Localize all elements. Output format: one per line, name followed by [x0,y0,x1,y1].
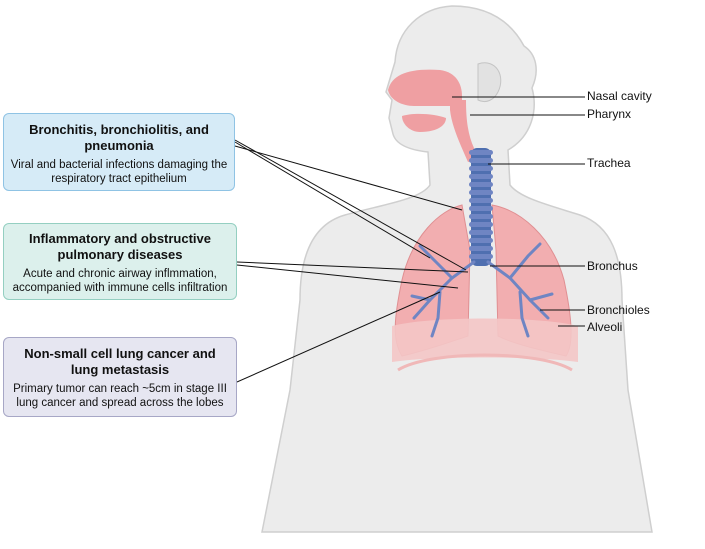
box-lung-cancer-description: Primary tumor can reach ~5cm in stage II… [13,383,227,409]
trachea-ring [469,246,493,251]
right-branch-mid [528,292,554,302]
box-bronchitis: Bronchitis, bronchiolitis, and pneumonia… [3,113,235,191]
trachea-ring [469,214,493,219]
left-branch-low [430,290,442,338]
label-trachea: Trachea [587,156,631,170]
right-branch-upper [508,242,542,280]
trachea-ring [469,238,493,243]
trachea-rings [469,150,493,259]
trachea-ring [469,158,493,163]
trachea-ring [469,222,493,227]
label-bronchus: Bronchus [587,259,638,273]
right-branch-low [518,290,530,338]
label-pharynx: Pharynx [587,107,632,121]
box-inflammatory-title: Inflammatory and obstructive pulmonary d… [28,231,212,262]
trachea-ring [469,174,493,179]
pointer-box3 [236,291,441,383]
box-lung-cancer-title: Non-small cell lung cancer and lung meta… [24,346,216,377]
right-main-bronchus [486,260,550,320]
trachea-ring [469,150,493,155]
pharynx-shape [450,100,476,162]
trachea-ring [469,230,493,235]
left-main-bronchus [412,260,476,320]
box-bronchitis-title: Bronchitis, bronchiolitis, and pneumonia [29,122,209,153]
box-inflammatory-description: Acute and chronic airway inflmmation, ac… [12,268,228,294]
label-bronchioles: Bronchioles [587,303,650,317]
trachea-ring [469,206,493,211]
trachea-ring [469,166,493,171]
left-branch-mid [410,294,432,302]
trachea-ring [469,198,493,203]
ear [477,62,502,103]
box-inflammatory: Inflammatory and obstructive pulmonary d… [3,223,237,300]
pointer-box1-b [234,141,431,259]
trachea-ring [469,190,493,195]
nasal-cavity-shape [388,69,462,106]
pointer-box1-a [234,139,467,271]
diaphragm [397,353,573,372]
mouth-shape [402,113,446,132]
box-bronchitis-description: Viral and bacterial infections damaging … [10,159,228,185]
pointer-box2-b [236,264,459,289]
trachea-ring [469,182,493,187]
trachea-ring [469,254,493,259]
pointer-box2-a [236,261,469,273]
bronchial-tree [410,242,554,338]
pointer-box1-c [234,145,463,211]
lung-base [392,318,578,362]
box-lung-cancer: Non-small cell lung cancer and lung meta… [3,337,237,417]
label-nasal-cavity: Nasal cavity [587,89,652,103]
label-alveoli: Alveoli [587,320,623,334]
